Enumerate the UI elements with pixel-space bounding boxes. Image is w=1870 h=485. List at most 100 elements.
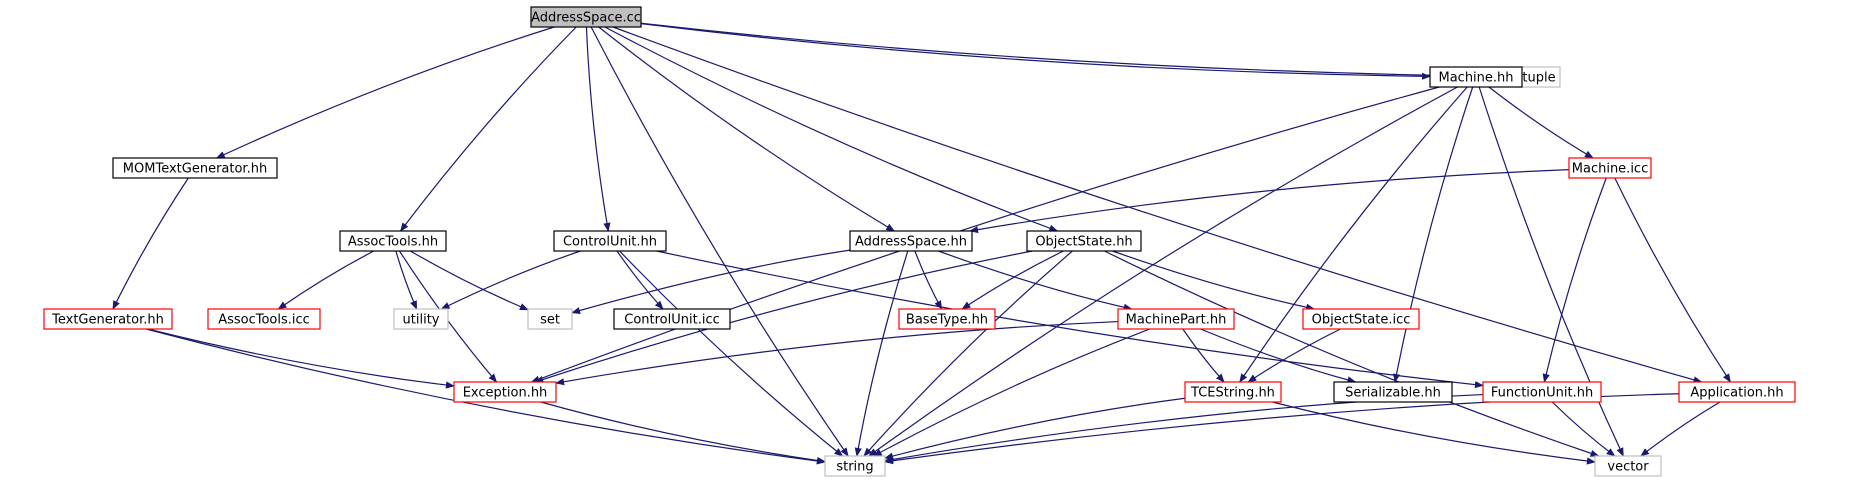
edge-root-to-application xyxy=(612,26,1703,384)
edge-controlunit-hh-to-controlunit-icc xyxy=(616,250,664,310)
node-label: TCEString.hh xyxy=(1190,386,1275,401)
node-box xyxy=(849,230,973,252)
node-functionunit-hh[interactable]: FunctionUnit.hh xyxy=(1482,381,1602,403)
node-machine-hh[interactable]: Machine.hh xyxy=(1429,66,1523,88)
node-box xyxy=(112,157,278,179)
node-serializable-hh[interactable]: Serializable.hh xyxy=(1333,381,1453,403)
node-label: Machine.hh xyxy=(1438,71,1513,86)
node-machine-icc[interactable]: Machine.icc xyxy=(1568,157,1652,179)
node-box xyxy=(530,6,642,28)
edge-objectstate-hh-to-objectstate-icc xyxy=(1112,250,1316,311)
node-controlunit-hh[interactable]: ControlUnit.hh xyxy=(553,230,667,252)
node-box xyxy=(898,308,996,330)
node-addressspace-cc[interactable]: AddressSpace.cc xyxy=(530,6,642,28)
edge-machine-hh-to-vector xyxy=(1478,86,1624,457)
edge-root-to-machine-hh xyxy=(640,23,1431,80)
node-label: BaseType.hh xyxy=(906,313,988,328)
node-string: string xyxy=(824,455,886,477)
edge-addressspace-hh-to-machinepart xyxy=(938,250,1133,311)
node-application-hh[interactable]: Application.hh xyxy=(1678,381,1796,403)
node-textgenerator-hh[interactable]: TextGenerator.hh xyxy=(43,308,173,330)
edge-textgen-to-string xyxy=(145,328,826,465)
dependency-edges xyxy=(112,22,1731,465)
edge-machine-hh-to-machine-icc xyxy=(1488,86,1594,159)
edge-tcestring-to-string xyxy=(884,397,1186,460)
node-label: AssocTools.hh xyxy=(348,235,438,250)
node-label: TextGenerator.hh xyxy=(51,313,164,328)
node-label: FunctionUnit.hh xyxy=(1491,386,1593,401)
edge-controlunit-hh-to-utility xyxy=(440,250,581,310)
node-box xyxy=(43,308,173,330)
node-box xyxy=(393,308,449,330)
node-label: Serializable.hh xyxy=(1345,386,1441,401)
node-box xyxy=(339,230,447,252)
node-label: tuple xyxy=(1522,71,1555,86)
edge-addressspace-hh-to-set xyxy=(571,249,851,315)
edge-root-to-tuple xyxy=(640,22,1519,81)
node-momtextgenerator-hh[interactable]: MOMTextGenerator.hh xyxy=(112,157,278,179)
edge-addressspace-hh-to-basetype xyxy=(914,250,943,310)
node-label: set xyxy=(540,313,560,328)
node-label: string xyxy=(836,460,873,475)
edge-machinepart-to-serializable xyxy=(1200,328,1357,384)
node-label: MachinePart.hh xyxy=(1126,313,1227,328)
edge-root-to-momtextgen xyxy=(215,26,555,159)
node-box xyxy=(1568,157,1652,179)
edge-machinepart-to-exception xyxy=(555,320,1119,386)
node-box xyxy=(1184,381,1282,403)
node-controlunit-icc[interactable]: ControlUnit.icc xyxy=(613,308,731,330)
node-box xyxy=(453,381,557,403)
node-exception-hh[interactable]: Exception.hh xyxy=(453,381,557,403)
node-box xyxy=(824,455,886,477)
edge-tcestring-to-vector xyxy=(1272,401,1596,465)
edge-objectstate-hh-to-string xyxy=(863,250,1073,457)
edge-application-to-vector xyxy=(1640,401,1721,457)
node-box xyxy=(553,230,667,252)
node-box xyxy=(1678,381,1796,403)
node-box xyxy=(1482,381,1602,403)
node-assoctools-icc[interactable]: AssocTools.icc xyxy=(207,308,321,330)
node-label: ControlUnit.hh xyxy=(563,235,657,250)
edge-assoctools-hh-to-set xyxy=(409,250,529,311)
node-box xyxy=(527,308,573,330)
node-utility: utility xyxy=(393,308,449,330)
node-label: ObjectState.icc xyxy=(1312,313,1411,328)
node-box xyxy=(1117,308,1235,330)
node-set: set xyxy=(527,308,573,330)
node-box xyxy=(1594,455,1662,477)
node-assoctools-hh[interactable]: AssocTools.hh xyxy=(339,230,447,252)
node-tcestring-hh[interactable]: TCEString.hh xyxy=(1184,381,1282,403)
node-basetype-hh[interactable]: BaseType.hh xyxy=(898,308,996,330)
node-box xyxy=(613,308,731,330)
edge-assoctools-hh-to-assoctools-icc xyxy=(277,250,375,310)
node-label: Application.hh xyxy=(1690,386,1783,401)
node-box xyxy=(1302,308,1420,330)
node-box xyxy=(1026,230,1142,252)
node-machinepart-hh[interactable]: MachinePart.hh xyxy=(1117,308,1235,330)
edge-controlunit-hh-to-string xyxy=(619,250,844,457)
node-objectstate-hh[interactable]: ObjectState.hh xyxy=(1026,230,1142,252)
edge-machine-icc-to-addressspace-hh xyxy=(969,169,1570,234)
edge-objectstate-hh-to-basetype xyxy=(961,250,1064,310)
edge-machine-hh-to-exception xyxy=(530,86,1440,383)
edge-machinepart-to-string xyxy=(872,328,1151,457)
node-box xyxy=(1429,66,1523,88)
edge-textgen-to-exception xyxy=(147,328,455,389)
edge-machinepart-to-tcestring xyxy=(1182,328,1225,383)
edge-machine-icc-to-functionunit xyxy=(1542,177,1607,383)
node-box xyxy=(207,308,321,330)
edge-objectstate-icc-to-tcestring xyxy=(1247,328,1341,383)
node-objectstate-icc[interactable]: ObjectState.icc xyxy=(1302,308,1420,330)
edge-objectstate-hh-to-vector xyxy=(1104,250,1600,457)
node-label: MOMTextGenerator.hh xyxy=(123,162,267,177)
file-nodes: AddressSpace.cc tuple Machine.hhMOMTextGen… xyxy=(43,6,1796,477)
edge-functionunit-to-vector xyxy=(1551,401,1616,457)
node-box xyxy=(1333,381,1453,403)
edge-root-to-assoctools-hh xyxy=(400,26,577,232)
edge-machine-hh-to-string xyxy=(868,86,1458,457)
edge-machine-hh-to-serializable xyxy=(1392,86,1474,383)
edge-controlunit-hh-to-functionunit xyxy=(656,250,1484,389)
edge-root-to-string xyxy=(590,26,849,457)
node-addressspace-hh[interactable]: AddressSpace.hh xyxy=(849,230,973,252)
